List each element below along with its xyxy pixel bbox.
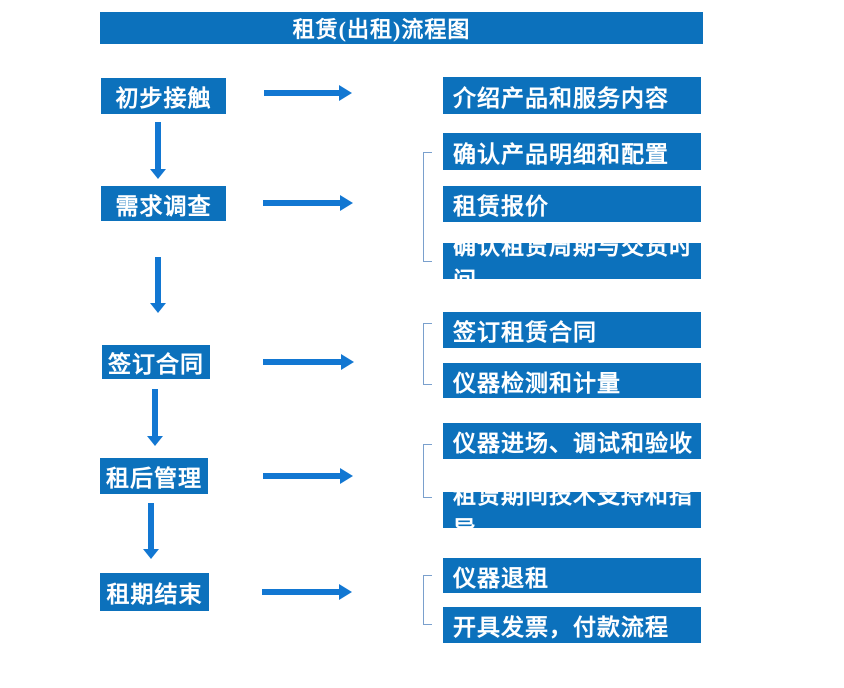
down-arrow-2 — [155, 257, 161, 303]
step-box-5: 租期结束 — [100, 573, 209, 611]
detail-box-8: 租赁期间技术支持和指导 — [443, 483, 701, 542]
step-box-2: 需求调查 — [101, 186, 226, 221]
page-title: 租赁(出租)流程图 — [292, 17, 471, 42]
detail-box-9: 仪器退租 — [443, 558, 701, 593]
down-arrow-4 — [148, 503, 154, 549]
title-bar: 租赁(出租)流程图 — [100, 12, 703, 44]
step-box-3: 签订合同 — [102, 345, 210, 379]
detail-box-3: 租赁报价 — [443, 186, 701, 222]
detail-box-5: 签订租赁合同 — [443, 312, 701, 348]
down-arrow-3 — [152, 389, 158, 436]
detail-box-6: 仪器检测和计量 — [443, 363, 701, 398]
detail-box-4: 确认租赁周期与交货时间 — [443, 234, 701, 293]
detail-box-2: 确认产品明细和配置 — [443, 133, 701, 170]
bracket-group-2 — [423, 152, 432, 262]
detail-box-7: 仪器进场、调试和验收 — [443, 423, 701, 459]
right-arrow-4 — [263, 473, 340, 479]
right-arrow-5 — [262, 589, 339, 595]
bracket-group-3 — [423, 323, 432, 385]
detail-box-10: 开具发票，付款流程 — [443, 607, 701, 643]
step-box-1: 初步接触 — [101, 78, 226, 114]
bracket-group-4 — [423, 444, 432, 498]
detail-box-1: 介绍产品和服务内容 — [443, 77, 701, 114]
right-arrow-3 — [263, 359, 341, 365]
step-box-4: 租后管理 — [100, 458, 208, 494]
right-arrow-1 — [264, 90, 339, 96]
bracket-group-5 — [423, 575, 432, 625]
right-arrow-2 — [263, 200, 340, 206]
down-arrow-1 — [155, 122, 161, 169]
